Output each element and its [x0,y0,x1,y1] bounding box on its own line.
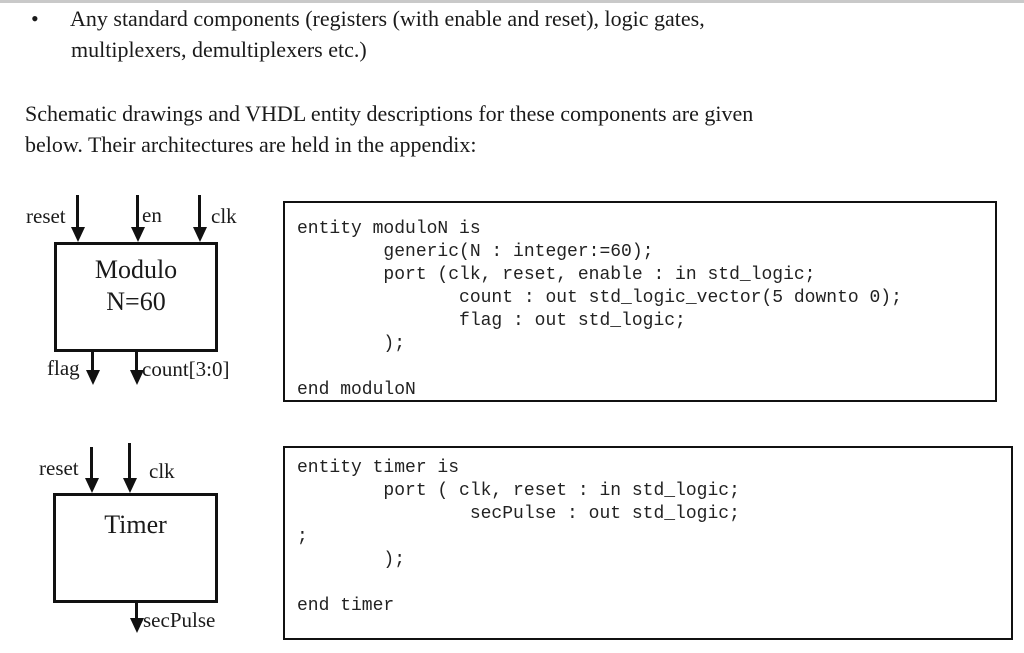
modulo-pin-label-reset: reset [26,204,66,228]
timer-input-arrow-reset [90,447,93,478]
timer-pin-label-reset: reset [39,456,79,480]
modulo-input-arrow-reset [76,195,79,227]
timer-input-arrow-clk [128,443,131,478]
modulo-pin-label-en: en [142,203,162,227]
bullet-item-line-2: multiplexers, demultiplexers etc.) [71,37,367,62]
modulo-pin-label-clk: clk [211,204,237,228]
modulo-output-arrow-count [135,352,138,370]
bullet-item-line-1: Any standard components (registers (with… [70,6,705,31]
timer-vhdl-code-panel: entity timer is port ( clk, reset : in s… [283,446,1013,640]
intro-paragraph-line-1: Schematic drawings and VHDL entity descr… [25,101,754,126]
scan-edge-artifact [0,0,1024,3]
modulo-output-arrow-flag [91,352,94,370]
modulo-pin-label-count: count[3:0] [142,357,230,381]
timer-component-box: Timer [53,493,218,603]
intro-paragraph-line-2: below. Their architectures are held in t… [25,132,477,157]
modulo-pin-label-flag: flag [47,356,80,380]
timer-output-arrow-secpulse [135,603,138,618]
modulo-vhdl-code-panel: entity moduloN is generic(N : integer:=6… [283,201,997,402]
timer-pin-label-clk: clk [149,459,175,483]
modulo-box-title-line-1: Modulo [94,255,178,284]
timer-pin-label-secpulse: secPulse [143,608,216,632]
timer-box-title: Timer [104,510,167,539]
modulo-input-arrow-en [136,195,139,227]
timer-vhdl-code: entity timer is port ( clk, reset : in s… [297,458,740,616]
modulo-vhdl-code: entity moduloN is generic(N : integer:=6… [297,219,902,400]
modulo-component-box: Modulo N=60 [54,242,218,352]
modulo-input-arrow-clk [198,195,201,227]
modulo-box-title-line-2: N=60 [106,287,166,316]
bullet-marker: • [31,6,39,31]
